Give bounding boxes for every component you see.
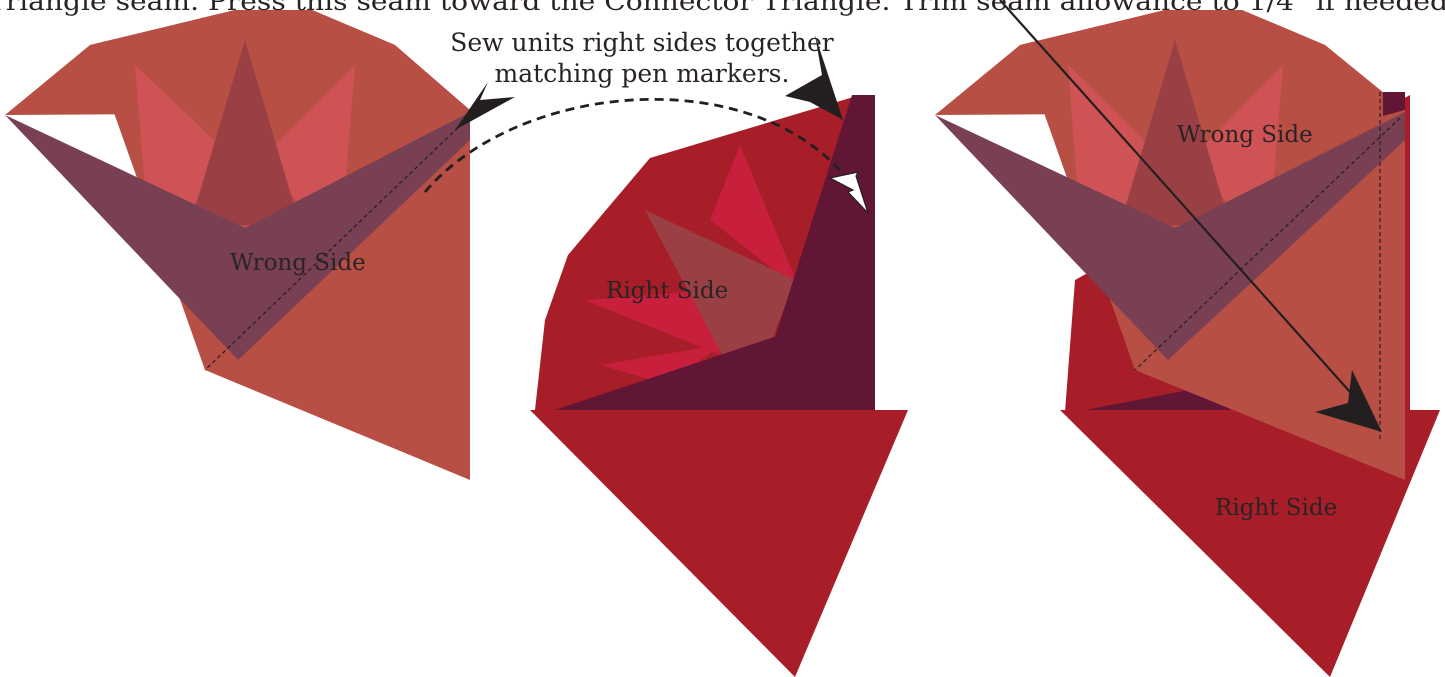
left-wrong-side-label: Wrong Side bbox=[230, 250, 366, 276]
right-right-side-label: Right Side bbox=[1215, 495, 1337, 521]
right-unit: Wrong Side Right Side bbox=[935, 0, 1440, 677]
middle-bottom-triangle bbox=[530, 410, 908, 677]
sew-instruction-line1: Sew units right sides together bbox=[450, 28, 834, 57]
middle-right-side-label: Right Side bbox=[606, 278, 728, 304]
sew-instruction-line2: matching pen markers. bbox=[495, 59, 790, 88]
right-wrong-side-label: Wrong Side bbox=[1177, 122, 1313, 148]
left-unit: Wrong Side bbox=[5, 10, 515, 480]
header-instruction: Triangle seam. Press this seam toward th… bbox=[0, 0, 1445, 16]
middle-unit: Right Side bbox=[425, 35, 908, 677]
